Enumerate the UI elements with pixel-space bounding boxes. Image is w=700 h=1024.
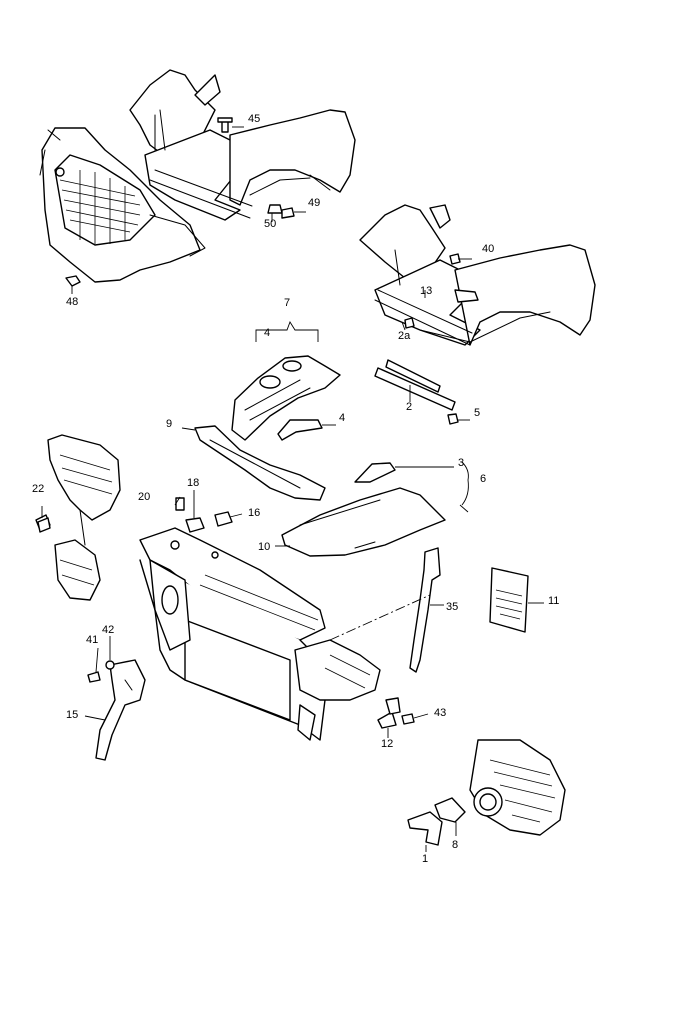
grille-assembly <box>39 127 206 283</box>
bumper-bracket <box>35 434 121 601</box>
engine-cover <box>281 462 446 557</box>
side-support <box>95 659 146 761</box>
callout-2a: 2a <box>398 330 411 342</box>
callout-15: 15 <box>66 709 78 721</box>
engine-area <box>407 739 566 846</box>
callout-13: 13 <box>420 285 432 297</box>
callout-10: 10 <box>258 541 270 553</box>
callout-12: 12 <box>381 738 393 750</box>
callout-6: 6 <box>480 473 486 485</box>
callout-4-upper: 4 <box>264 327 270 339</box>
trim-panel <box>194 425 326 501</box>
insulation-mat <box>231 355 341 441</box>
info-label <box>489 567 529 633</box>
callout-41: 41 <box>86 634 98 646</box>
leader-lines <box>41 126 544 852</box>
callout-50: 50 <box>264 218 276 230</box>
callout-18: 18 <box>187 477 199 489</box>
callout-11: 11 <box>548 595 559 607</box>
callout-5: 5 <box>474 407 480 419</box>
callout-40: 40 <box>482 243 494 255</box>
fasteners <box>37 117 461 725</box>
callout-9: 9 <box>166 418 172 430</box>
callout-42: 42 <box>102 624 114 636</box>
seal-strips <box>374 359 456 411</box>
callout-16: 16 <box>248 507 260 519</box>
callout-35: 35 <box>446 601 458 613</box>
callout-3: 3 <box>458 457 464 469</box>
callout-1: 1 <box>422 853 428 865</box>
callout-20: 20 <box>138 491 150 503</box>
callout-2: 2 <box>406 401 412 413</box>
clip-small <box>377 697 401 729</box>
callout-22: 22 <box>32 483 44 495</box>
callout-48: 48 <box>66 296 78 308</box>
callout-7: 7 <box>284 297 290 309</box>
callout-8: 8 <box>452 839 458 851</box>
callout-labels: 45 49 50 48 40 13 7 4 2a 2 5 9 4 3 6 22 … <box>32 113 559 865</box>
left-fender-assembly <box>129 69 356 221</box>
lock-carrier <box>139 527 381 741</box>
callout-49: 49 <box>308 197 320 209</box>
support-rod <box>409 547 441 673</box>
callout-43: 43 <box>434 707 446 719</box>
right-fender-assembly <box>359 204 596 346</box>
callout-45: 45 <box>248 113 260 125</box>
callout-4-lower: 4 <box>339 412 345 424</box>
